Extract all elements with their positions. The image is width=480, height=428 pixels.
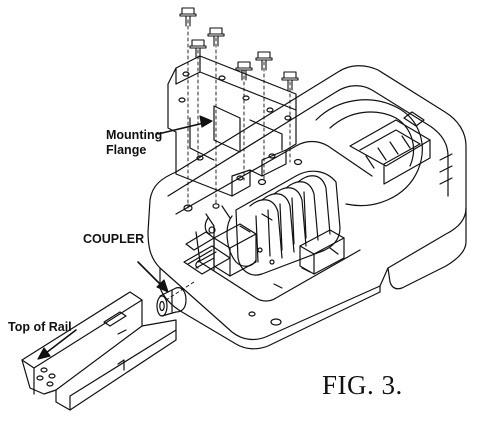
coupler-part bbox=[156, 287, 187, 317]
assembly-guide-lines bbox=[165, 19, 291, 301]
figure-caption: FIG. 3. bbox=[322, 370, 403, 400]
bolt-icon bbox=[179, 7, 299, 91]
coupler-label: COUPLER bbox=[83, 232, 145, 246]
mounting-flange-label-line2: Flange bbox=[106, 143, 147, 157]
top-of-rail-label: Top of Rail bbox=[8, 320, 72, 334]
arrow-pointer-icon bbox=[37, 115, 213, 360]
mounting-flange-label: Mounting Flange bbox=[106, 128, 162, 158]
opener-housing bbox=[147, 65, 467, 350]
motor-assembly bbox=[195, 170, 345, 277]
mounting-flange-plate bbox=[167, 55, 297, 197]
mounting-flange-label-line1: Mounting bbox=[106, 128, 163, 142]
rail-section bbox=[21, 291, 177, 411]
